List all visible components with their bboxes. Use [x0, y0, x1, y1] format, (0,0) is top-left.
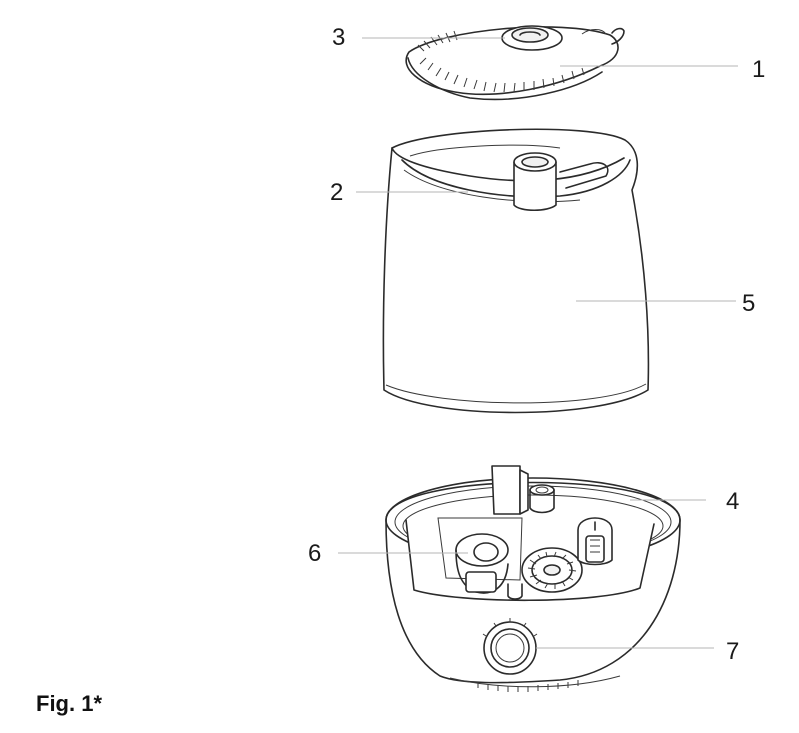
figure-caption: Fig. 1*: [36, 691, 103, 716]
callout-5: 5: [742, 290, 756, 317]
leader-lines: [338, 37, 738, 649]
fan-fins: [527, 551, 577, 589]
callout-3: 3: [332, 24, 346, 51]
base-unit: [385, 465, 681, 692]
water-tank: [382, 128, 650, 414]
callout-6: 6: [308, 540, 322, 567]
base-vents: [477, 680, 579, 692]
top-cover: [405, 25, 625, 101]
vent-slots: [417, 30, 585, 93]
callout-1: 1: [752, 56, 766, 83]
callout-2: 2: [330, 179, 344, 206]
callout-7: 7: [726, 638, 740, 665]
callout-4: 4: [726, 488, 740, 515]
